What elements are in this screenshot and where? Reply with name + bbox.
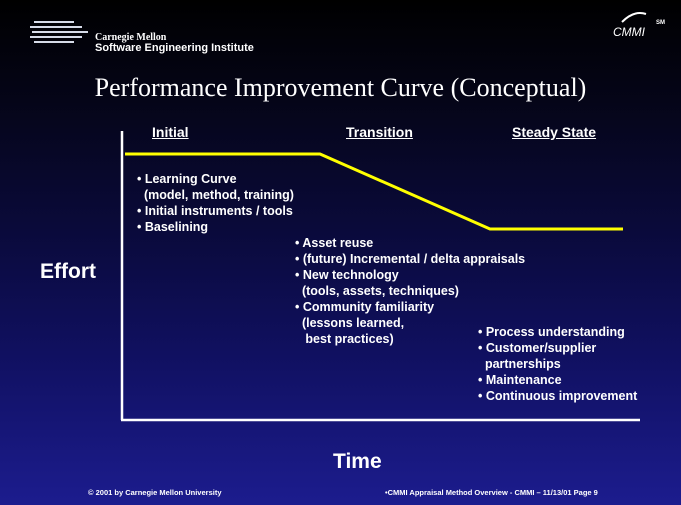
list-item: (tools, assets, techniques) (295, 284, 459, 298)
initial-list: • Learning Curve (model, method, trainin… (137, 171, 294, 235)
list-item: • Process understanding (478, 325, 625, 339)
org-name: Carnegie Mellon (95, 32, 167, 43)
cmmi-logo-text: CMMI (613, 25, 645, 39)
list-item: • Initial instruments / tools (137, 204, 293, 218)
list-item: • (future) Incremental / delta appraisal… (295, 252, 526, 266)
list-item: • Baselining (137, 220, 209, 234)
y-axis-label: Effort (40, 260, 96, 283)
copyright-footer: © 2001 by Carnegie Mellon University (88, 488, 222, 497)
list-item: partnerships (478, 357, 561, 371)
list-item: (model, method, training) (137, 188, 294, 202)
phase-initial: Initial (152, 124, 189, 140)
transition-list: • Asset reuse • (future) Incremental / d… (295, 235, 525, 347)
list-item: best practices) (295, 332, 394, 346)
phase-transition: Transition (346, 124, 413, 140)
page-footer: •CMMI Appraisal Method Overview - CMMI –… (385, 488, 598, 497)
list-item: (lessons learned, (295, 316, 405, 330)
service-mark: SM (656, 20, 665, 26)
list-item: • Asset reuse (295, 236, 374, 250)
cmmi-swoosh-icon (621, 12, 647, 23)
institute-name: Software Engineering Institute (95, 42, 254, 54)
effort-curve (125, 152, 623, 231)
list-item: • New technology (295, 268, 399, 282)
list-item: • Maintenance (478, 373, 562, 387)
list-item: • Learning Curve (137, 172, 237, 186)
list-item: • Community familiarity (295, 300, 435, 314)
sei-logo-icon (30, 21, 88, 43)
steady-state-list: • Process understanding • Customer/suppl… (478, 324, 637, 404)
slide-title: Performance Improvement Curve (Conceptua… (94, 73, 587, 102)
x-axis-label: Time (333, 450, 382, 473)
phase-steady-state: Steady State (512, 124, 597, 140)
list-item: • Customer/supplier (478, 341, 597, 355)
list-item: • Continuous improvement (478, 389, 638, 403)
